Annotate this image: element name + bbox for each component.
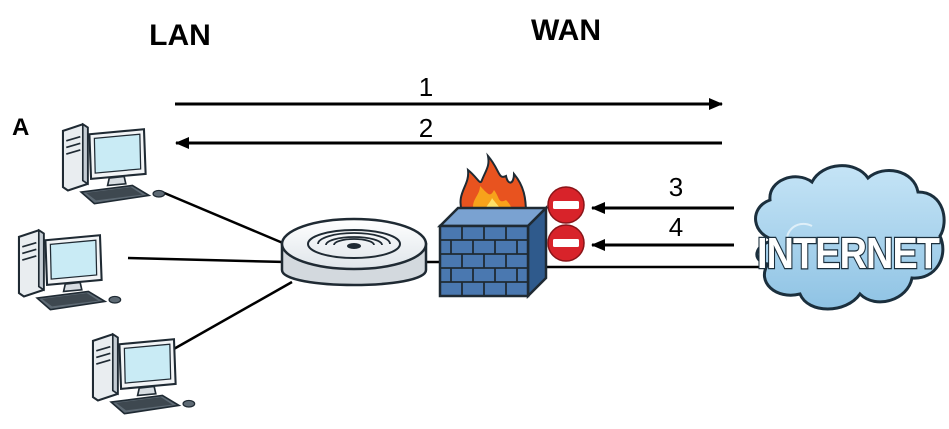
link-computer-b: [127, 256, 287, 264]
internet-cloud-icon: [754, 164, 946, 311]
desktop-computer-icon: [61, 123, 166, 205]
flow-3-label: 3: [669, 172, 683, 202]
desktop-computer-icon: [17, 229, 122, 311]
wan-label: WAN: [531, 14, 601, 47]
flow-2-label: 2: [419, 113, 433, 143]
computer-a-label: A: [12, 114, 29, 141]
lan-label: LAN: [149, 19, 211, 52]
internet-label: INTERNET: [757, 229, 940, 278]
no-entry-icon: [547, 224, 585, 262]
no-entry-icon: [547, 186, 585, 224]
link-computer-c: [171, 280, 293, 352]
link-computer-a: [161, 190, 291, 248]
wireless-router-icon: [280, 217, 428, 287]
flow-4-label: 4: [669, 212, 683, 242]
firewall-icon: [436, 152, 550, 300]
flow-1-label: 1: [419, 72, 433, 102]
